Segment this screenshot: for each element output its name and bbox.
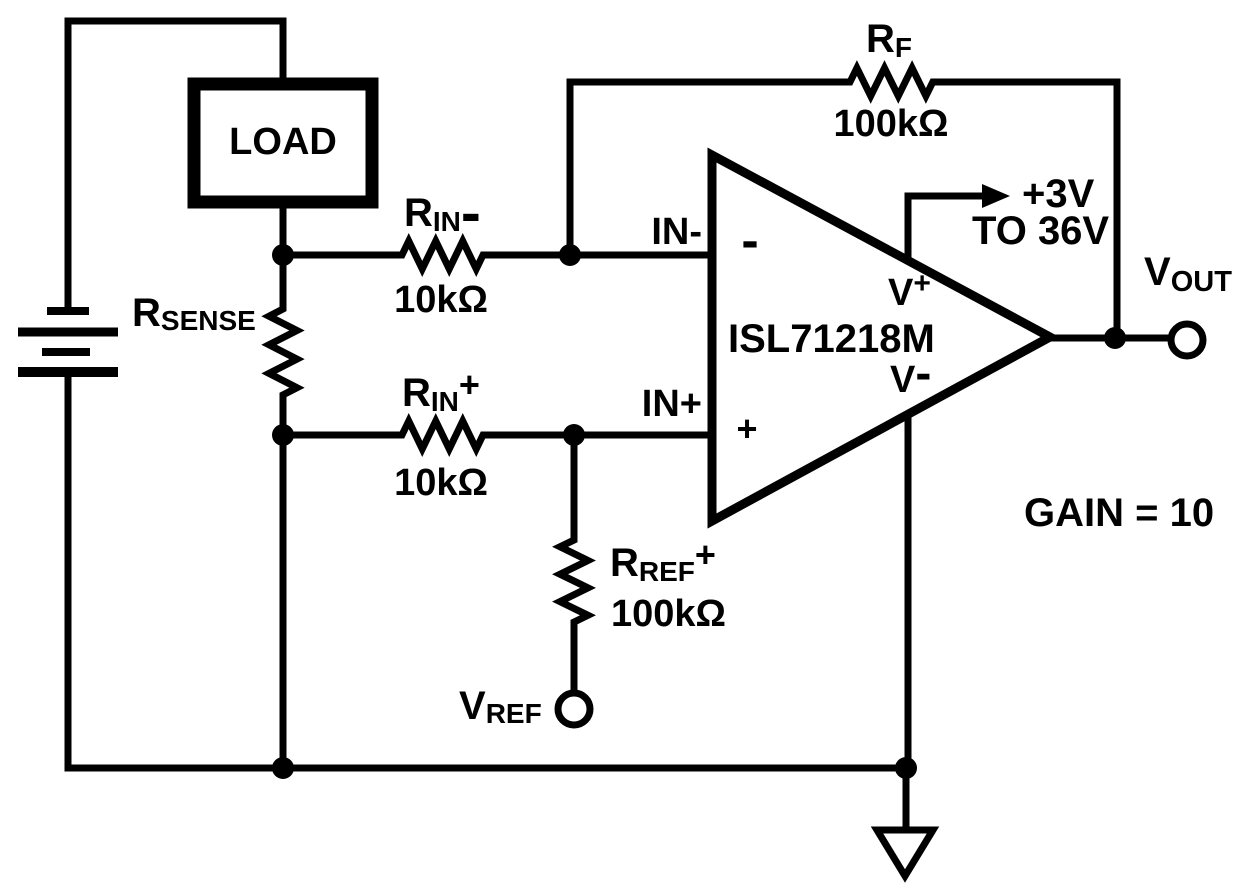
junction-dot (563, 424, 585, 446)
junction-dot (895, 757, 917, 779)
rref-label-main: R (610, 541, 639, 585)
rin-neg-label-sub: IN (433, 206, 461, 237)
rin-pos-label-main: R (402, 371, 431, 415)
vref-label-main: V (459, 684, 486, 728)
rsense-label-sub: SENSE (161, 305, 256, 336)
supply-range-line1: +3V (1022, 172, 1095, 216)
opamp-vminus-sup: - (915, 347, 931, 400)
rsense-label: RSENSE (132, 291, 256, 336)
rin-pos-label: RIN+ (402, 364, 480, 417)
vref-label: VREF (459, 684, 542, 729)
wire-ground-bus (64, 375, 906, 772)
opamp-vplus-main: V (888, 272, 914, 314)
rin-neg-label-sign: - (461, 179, 481, 246)
opamp-vminus-label: V- (890, 347, 931, 401)
rf-label-sub: F (895, 32, 912, 63)
circuit-wires (64, 17, 1171, 829)
rref-label-sub: REF (639, 556, 695, 587)
vout-label-main: V (1144, 250, 1171, 294)
vout-terminal (1167, 320, 1207, 360)
vout-label-sub: OUT (1171, 266, 1233, 298)
opamp-noninverting-sign: + (736, 408, 757, 449)
rin-pos-value: 10kΩ (394, 462, 488, 504)
supply-range-line2: TO 36V (972, 209, 1109, 253)
junction-dots (272, 244, 1126, 779)
junction-dot (559, 244, 581, 266)
rin-neg-label-main: R (404, 191, 433, 235)
rf-resistor-symbol (566, 60, 1121, 338)
wire-battery-to-load (64, 17, 287, 307)
rf-value: 100kΩ (833, 103, 948, 145)
rref-label: RREF+ (610, 534, 716, 587)
load-box (187, 77, 379, 209)
junction-dot (272, 244, 294, 266)
junction-dot (272, 424, 294, 446)
in-pos-pin-label: IN+ (642, 383, 702, 425)
rin-neg-label: RIN- (404, 179, 481, 246)
vref-label-sub: REF (486, 698, 542, 729)
junction-dot (272, 757, 294, 779)
vout-label: VOUT (1144, 250, 1232, 298)
gain-note: GAIN = 10 (1024, 491, 1214, 535)
battery-icon (18, 307, 118, 377)
rref-resistor-symbol (552, 435, 596, 693)
opamp-triangle (707, 147, 1060, 529)
supply-arrowhead-icon (982, 184, 1010, 208)
ground-icon (870, 826, 940, 883)
vref-terminal (554, 689, 594, 729)
opamp-vplus-label: V+ (888, 267, 931, 314)
wire-vplus-supply (904, 192, 984, 263)
opamp-vplus-sup: + (913, 267, 931, 300)
rin-pos-label-sign: + (459, 364, 480, 405)
opamp-part-number: ISL71218M (728, 317, 935, 361)
junction-dot (1104, 327, 1126, 349)
load-label: LOAD (229, 121, 337, 163)
in-neg-pin-label: IN- (651, 211, 702, 253)
rf-label-main: R (866, 17, 895, 61)
rref-value: 100kΩ (611, 593, 726, 635)
rin-neg-value: 10kΩ (394, 279, 488, 321)
rref-label-sign: + (695, 534, 716, 575)
opamp-vminus-main: V (890, 359, 916, 401)
rf-label: RF (866, 17, 912, 63)
rin-pos-resistor-symbol (283, 412, 712, 458)
rsense-resistor-symbol (261, 207, 305, 768)
rsense-label-main: R (132, 291, 161, 335)
rin-pos-label-sub: IN (431, 386, 459, 417)
opamp-inverting-sign: - (741, 212, 758, 270)
rin-neg-resistor-symbol (283, 232, 712, 278)
